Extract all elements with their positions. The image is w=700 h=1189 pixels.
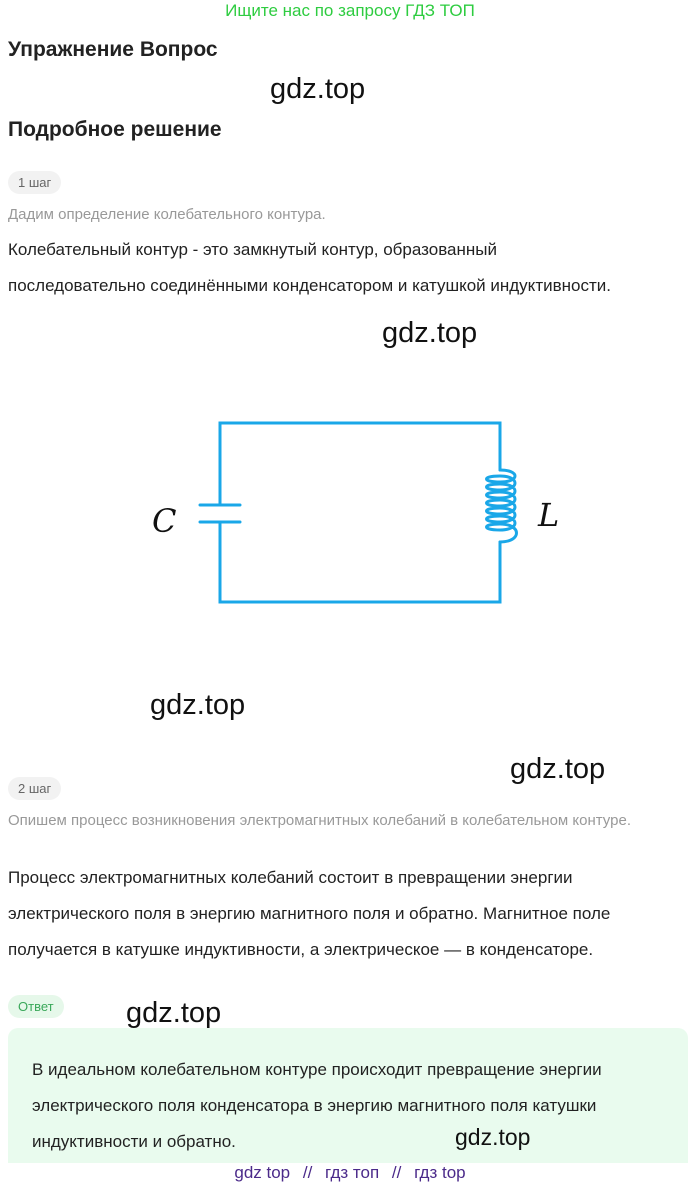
footer-link-gdz-top-ru[interactable]: гдз топ [325, 1163, 380, 1182]
inductor-label: L [537, 496, 559, 534]
capacitor-label: C [152, 502, 176, 540]
footer-link-gdz-top[interactable]: gdz top [234, 1163, 291, 1182]
step-1-badge-wrap: 1 шаг [8, 171, 62, 194]
search-hint-banner: Ищите нас по запросу ГДЗ ТОП [225, 1, 475, 20]
watermark: gdz.top [510, 753, 606, 785]
step-2-line-3: получается в катушке индуктивности, а эл… [8, 940, 594, 959]
answer-badge: Ответ [8, 995, 64, 1018]
watermark: gdz.top [455, 1124, 531, 1150]
watermark: gdz.top [150, 689, 246, 721]
circuit-wire [218, 421, 502, 507]
step-1-note: Дадим определение колебательного контура… [8, 206, 326, 223]
watermark: gdz.top [270, 73, 366, 105]
answer-line-2: электрического поля конденсатора в энерг… [32, 1096, 597, 1115]
circuit-wire [218, 520, 502, 604]
answer-line-1: В идеальном колебательном контуре происх… [32, 1060, 602, 1079]
step-2-note: Опишем процесс возникновения электромагн… [8, 812, 631, 829]
answer-badge-wrap: Ответ [8, 995, 64, 1018]
exercise-title: Упражнение Вопрос [8, 38, 218, 61]
step-2-line-1: Процесс электромагнитных колебаний состо… [8, 868, 573, 887]
footer-link-gdz-top-mixed[interactable]: гдз top [414, 1163, 466, 1182]
answer-line-3: индуктивности и обратно. [32, 1132, 236, 1151]
footer-separator: // [391, 1163, 402, 1182]
step-1-line-1: Колебательный контур - это замкнутый кон… [8, 240, 497, 259]
footer-links: gdz top // гдз топ // гдз top [0, 1163, 700, 1183]
inductor-coil [485, 468, 518, 544]
footer-separator: // [302, 1163, 313, 1182]
step-2-badge-wrap: 2 шаг [8, 777, 62, 800]
watermark: gdz.top [126, 997, 222, 1029]
step-1-line-2: последовательно соединёнными конденсатор… [8, 276, 611, 295]
step-1-badge: 1 шаг [8, 171, 62, 194]
watermark: gdz.top [382, 317, 478, 349]
step-2-line-2: электрического поля в энергию магнитного… [8, 904, 611, 923]
answer-box [8, 1028, 688, 1163]
step-2-badge: 2 шаг [8, 777, 62, 800]
solution-title: Подробное решение [8, 118, 222, 141]
answer-text: В идеальном колебательном контуре происх… [32, 1052, 677, 1160]
lc-circuit-diagram: C L [152, 421, 559, 604]
